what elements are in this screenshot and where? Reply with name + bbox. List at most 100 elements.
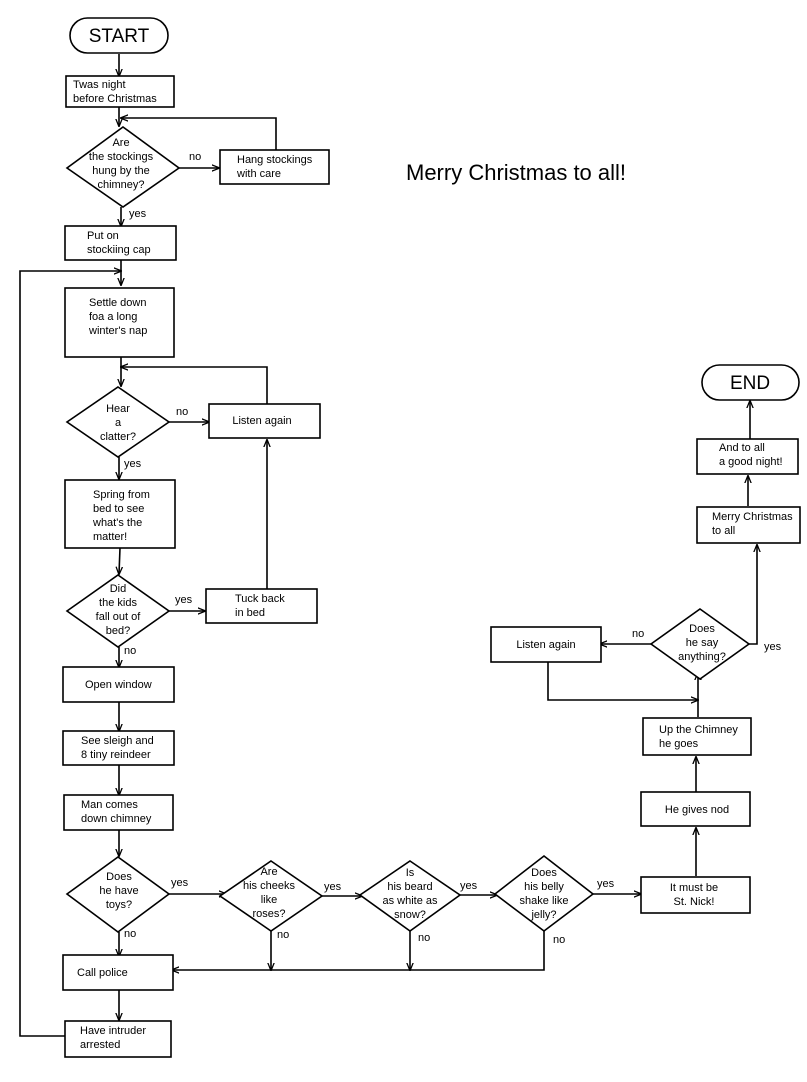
edge-label-say-no: no xyxy=(632,628,644,640)
label-n-arrest: Have intruder arrested xyxy=(80,1025,146,1051)
edge-label-stock-no: no xyxy=(189,151,201,163)
edge-spring-kids xyxy=(119,547,120,574)
label-line: bed to see xyxy=(93,503,144,515)
process-up xyxy=(642,717,752,756)
process-merry xyxy=(696,506,801,544)
process-nick xyxy=(640,876,751,914)
label-n-merry: Merry Christmas to all xyxy=(712,511,793,537)
label-line: he have xyxy=(99,885,138,897)
decision-stockings xyxy=(65,126,181,208)
label-line: a good night! xyxy=(719,456,783,468)
label-line: Are xyxy=(112,137,129,149)
label-line: Spring from xyxy=(93,489,150,501)
decision-beard xyxy=(358,860,462,932)
process-man xyxy=(63,794,174,831)
label-line: arrested xyxy=(80,1039,120,1051)
label-line: St. Nick! xyxy=(674,896,715,908)
edge-label-say-yes: yes xyxy=(764,641,782,653)
edge-say-merry xyxy=(749,545,757,645)
label-line: his belly xyxy=(524,881,564,893)
label-n-listen2: Listen again xyxy=(516,639,575,651)
label-line: bed? xyxy=(106,625,130,637)
label-line: to all xyxy=(712,525,735,537)
label-line: Does xyxy=(106,871,132,883)
label-line: in bed xyxy=(235,607,265,619)
process-twas xyxy=(65,75,175,108)
label-line: Tuck back xyxy=(235,593,285,605)
label-line: fall out of xyxy=(96,611,142,623)
label-line: Settle down xyxy=(89,297,146,309)
nodes xyxy=(62,17,801,1058)
edge-label-belly-yes: yes xyxy=(597,878,615,890)
edge-loop-back xyxy=(19,271,121,1037)
label-n-nod: He gives nod xyxy=(665,804,729,816)
label-line: Listen again xyxy=(232,415,291,427)
label-line: Is xyxy=(406,867,415,879)
edge-label-kids-yes: yes xyxy=(175,594,193,606)
process-arrest xyxy=(64,1020,172,1058)
edge-label-clatter-no: no xyxy=(176,406,188,418)
process-hang xyxy=(219,149,330,185)
label-line: Call police xyxy=(77,967,128,979)
label-line: his cheeks xyxy=(243,880,295,892)
label-line: snow? xyxy=(394,909,426,921)
edge-belly-police xyxy=(172,926,545,970)
edge-label-toys-no: no xyxy=(124,928,136,940)
label-line: what's the xyxy=(92,517,142,529)
process-police xyxy=(62,954,174,991)
label-line: Does xyxy=(531,867,557,879)
label-d-toys: Does he have toys? xyxy=(99,871,138,911)
label-line: Put on xyxy=(87,230,119,242)
decision-say xyxy=(649,608,751,680)
label-line: his beard xyxy=(387,881,432,893)
label-line: See sleigh and xyxy=(81,735,154,747)
edges xyxy=(19,54,757,1037)
label-line: chimney? xyxy=(97,179,144,191)
label-line: Have intruder xyxy=(80,1025,146,1037)
label-line: Merry Christmas xyxy=(712,511,793,523)
label-line: toys? xyxy=(106,899,132,911)
label-line: Does xyxy=(689,623,715,635)
process-goodnight xyxy=(696,438,799,475)
label-line: Open window xyxy=(85,679,152,691)
label-line: Man comes xyxy=(81,799,138,811)
label-line: Listen again xyxy=(516,639,575,651)
label-line: before Christmas xyxy=(73,93,157,105)
decision-cheeks xyxy=(218,860,324,932)
edge-label-toys-yes: yes xyxy=(171,877,189,889)
edge-listen-back xyxy=(121,367,268,404)
label-n-window: Open window xyxy=(85,679,152,691)
label-line: the kids xyxy=(99,597,137,609)
label-line: Hear xyxy=(106,403,130,415)
label-d-kids: Did the kids fall out of bed? xyxy=(96,583,142,637)
decision-belly xyxy=(493,854,595,933)
process-settle xyxy=(64,287,175,358)
process-window xyxy=(62,666,175,703)
label-line: foa a long xyxy=(89,311,137,323)
decision-kids xyxy=(65,574,171,648)
process-tuck xyxy=(205,588,318,624)
label-line: Did xyxy=(110,583,127,595)
label-line: he goes xyxy=(659,738,699,750)
edge-listen2-back xyxy=(547,662,698,700)
label-line: anything? xyxy=(678,651,726,663)
label-n-tuck: Tuck back in bed xyxy=(235,593,285,619)
label-line: matter! xyxy=(93,531,127,543)
edge-label-clatter-yes: yes xyxy=(124,458,142,470)
edge-label-beard-no: no xyxy=(418,932,430,944)
edge-label-kids-no: no xyxy=(124,645,136,657)
label-line: like xyxy=(261,894,278,906)
label-line: Are xyxy=(260,866,277,878)
edge-label-cheeks-no: no xyxy=(277,929,289,941)
label-end: END xyxy=(730,373,770,394)
label-line: Hang stockings xyxy=(237,154,313,166)
edge-label-belly-no: no xyxy=(553,934,565,946)
